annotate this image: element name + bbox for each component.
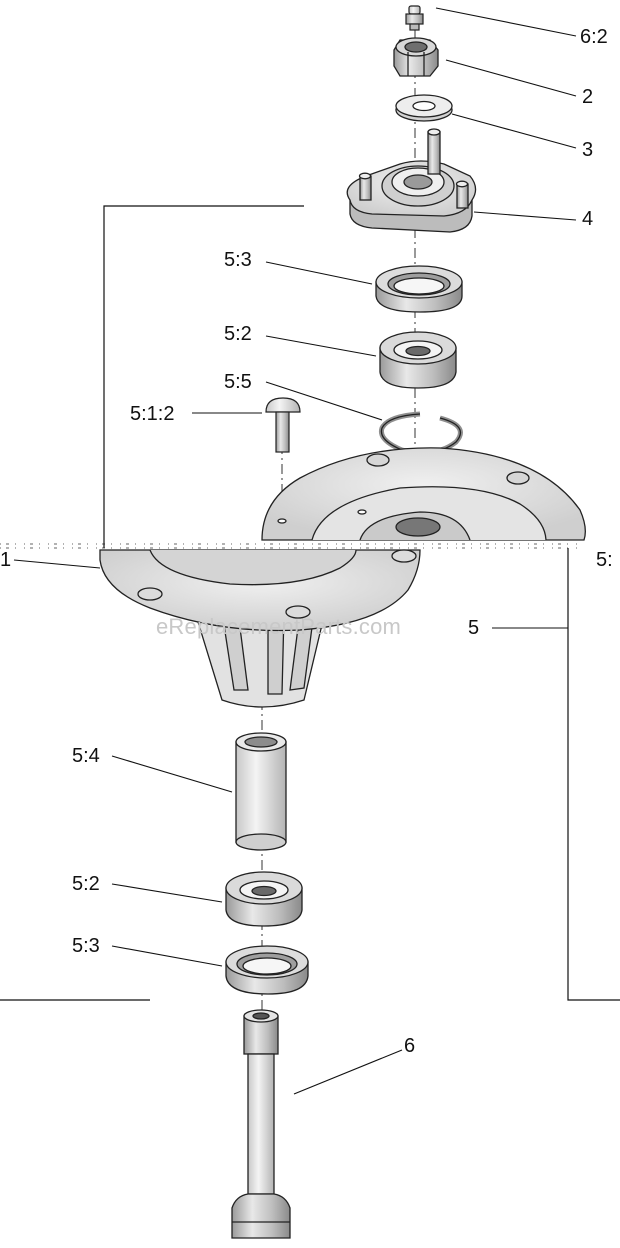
- label-washer: 3: [582, 139, 594, 161]
- nut-part: [393, 37, 439, 77]
- label-housing-cap: 4: [582, 208, 594, 230]
- label-bearing-top: 5:2: [224, 323, 252, 345]
- label-spindle-housing: 1: [0, 549, 12, 571]
- spindle-housing-lower: [99, 549, 421, 708]
- spacer-tube-part: [235, 732, 287, 851]
- watermark-text: eReplacementParts.com: [156, 614, 402, 639]
- grease-fitting-part: [405, 5, 424, 31]
- label-retaining-ring: 5:5: [224, 371, 252, 393]
- label-carriage-bolt: 5:1:2: [130, 403, 175, 425]
- label-spindle-assembly: 5: [468, 617, 480, 639]
- leader-lines: [13, 7, 577, 1095]
- label-grease-fitting: 6:2: [580, 26, 608, 48]
- bearing-housing-cap-part: [346, 128, 477, 233]
- assembly-bracket-lines: [0, 205, 620, 1001]
- washer-part: [395, 94, 453, 122]
- label-seal-top: 5:3: [224, 249, 252, 271]
- bearing-top-part: [379, 331, 457, 389]
- cut-band: [0, 543, 580, 549]
- label-spacer-tube: 5:4: [72, 745, 100, 767]
- carriage-bolt-part: [265, 397, 301, 453]
- label-nut: 2: [582, 86, 594, 108]
- seal-bottom-part: [225, 945, 309, 995]
- retaining-ring-part: [378, 411, 463, 456]
- seal-top-part: [375, 265, 463, 313]
- spindle-shaft-part: [231, 1009, 291, 1239]
- label-seal-bottom: 5:3: [72, 935, 100, 957]
- label-bearing-bottom: 5:2: [72, 873, 100, 895]
- spindle-housing-upper-plate: [261, 447, 586, 541]
- label-spindle-assembly-cut: 5:: [596, 549, 613, 571]
- label-spindle-shaft: 6: [404, 1035, 416, 1057]
- bearing-bottom-part: [225, 871, 303, 927]
